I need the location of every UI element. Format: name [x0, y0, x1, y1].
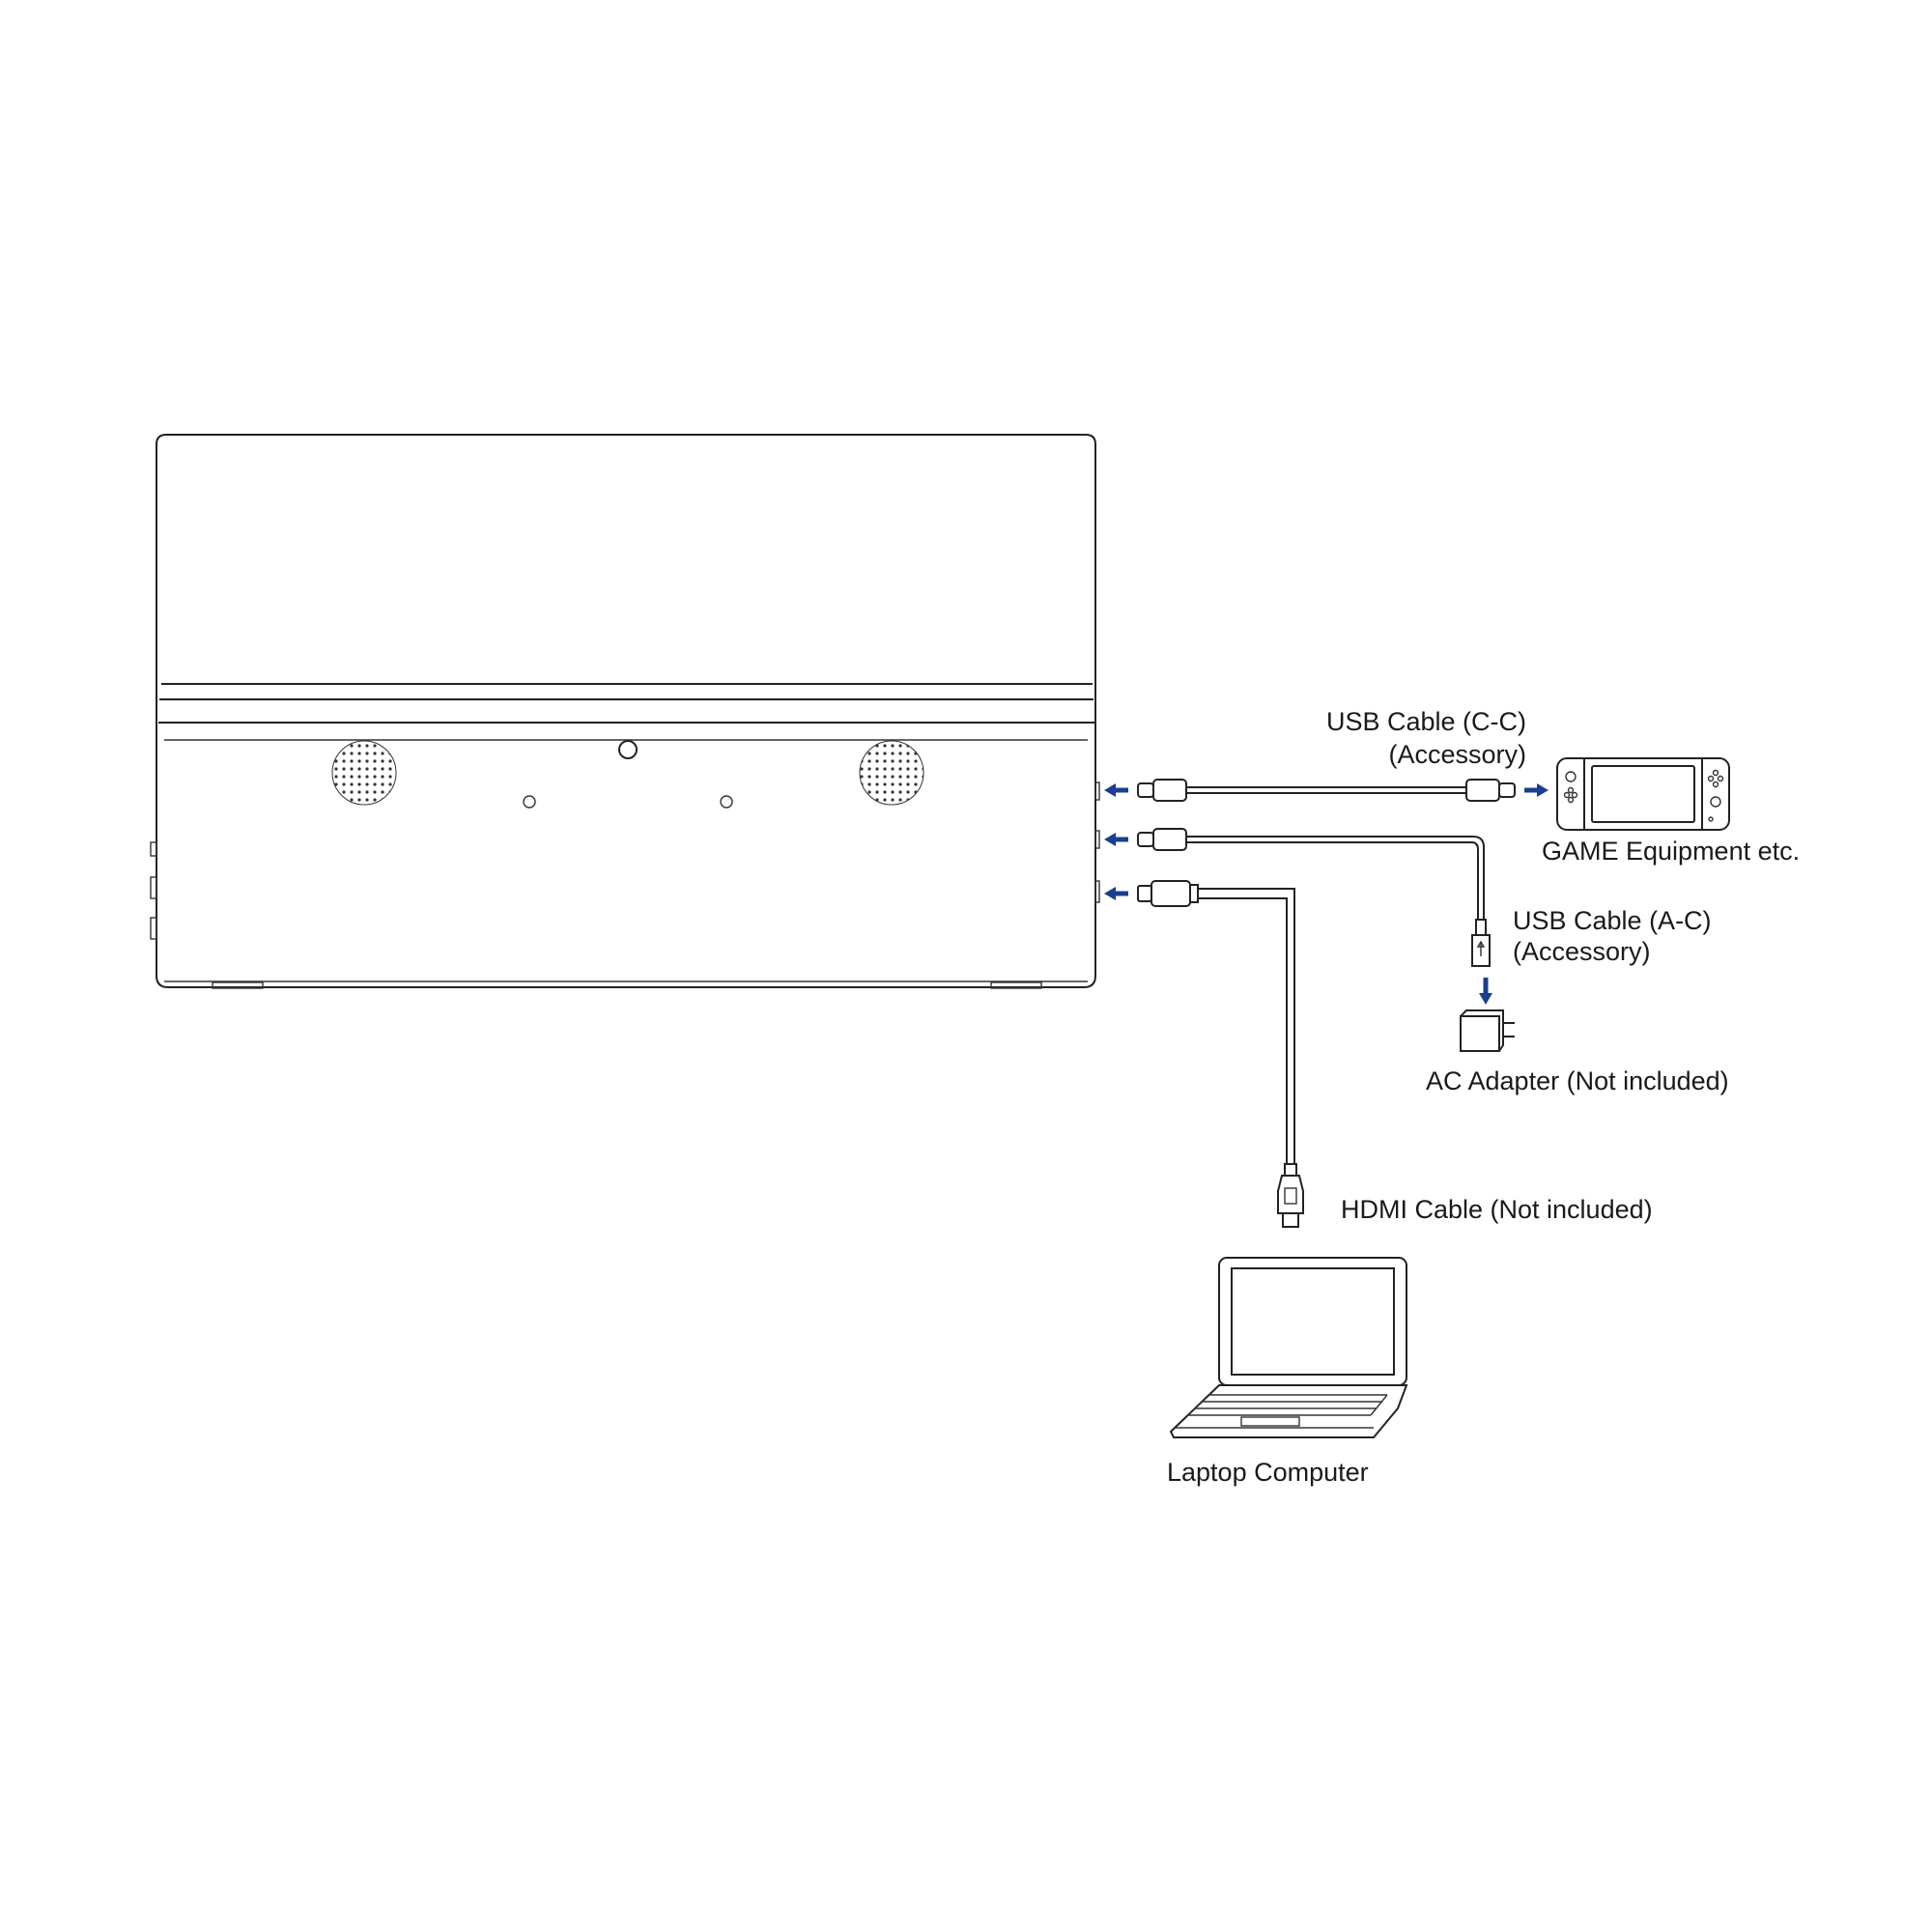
arrow-to-ac-adapter	[1479, 978, 1492, 1005]
usb-cc-cable-label: USB Cable (C-C)	[1326, 707, 1526, 736]
speaker-grille-left	[331, 740, 397, 806]
handheld-game-console-icon	[1556, 757, 1730, 831]
laptop-label: Laptop Computer	[1167, 1458, 1369, 1487]
screw-hole-left	[523, 795, 536, 809]
usb-ac-cable-sublabel: (Accessory)	[1513, 937, 1651, 966]
camera-hole	[618, 740, 638, 759]
speaker-grille-right	[859, 740, 924, 806]
usb-cc-cable-sublabel: (Accessory)	[1388, 740, 1526, 769]
game-equipment-label: GAME Equipment etc.	[1542, 837, 1800, 866]
laptop-icon	[1169, 1257, 1408, 1438]
arrow-to-game-equipment	[1524, 783, 1548, 797]
usb-ac-cable-label: USB Cable (A-C)	[1513, 906, 1712, 935]
screw-hole-right	[720, 795, 733, 809]
usb-cc-cable	[1137, 779, 1516, 802]
arrow-into-usb-ac-port	[1104, 833, 1128, 846]
hdmi-cable	[1137, 880, 1304, 1228]
monitor-back	[150, 434, 1100, 989]
ac-adapter-icon	[1460, 1009, 1515, 1052]
usb-ac-cable	[1137, 828, 1491, 967]
arrow-into-usb-cc-port	[1104, 783, 1128, 797]
hdmi-cable-label: HDMI Cable (Not included)	[1341, 1195, 1653, 1224]
arrow-into-hdmi-port	[1104, 887, 1128, 900]
ac-adapter-label: AC Adapter (Not included)	[1426, 1066, 1729, 1095]
